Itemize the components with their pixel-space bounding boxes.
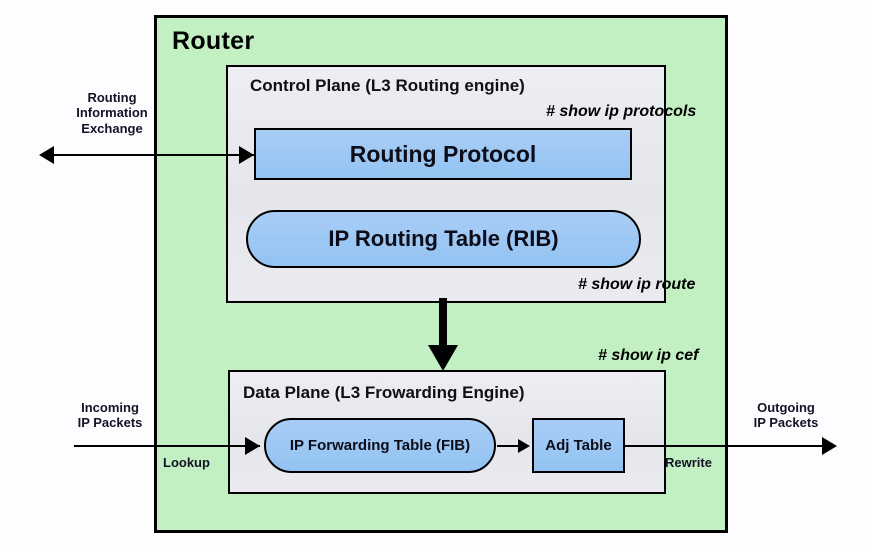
label-lookup: Lookup [163, 455, 210, 470]
node-ip-routing-table-rib[interactable]: IP Routing Table (RIB) [246, 210, 641, 268]
node-adj-table-label: Adj Table [545, 437, 612, 454]
label-incoming-ip-packets: Incoming IP Packets [62, 400, 158, 431]
label-outgoing-ip-packets-line-1: Outgoing [757, 400, 815, 415]
control-to-data-plane-stem [439, 298, 447, 348]
fib-to-adj-arrow-icon [518, 439, 530, 453]
node-routing-protocol[interactable]: Routing Protocol [254, 128, 632, 180]
label-routing-information-exchange-line-3: Exchange [81, 120, 143, 136]
node-ip-routing-table-rib-label: IP Routing Table (RIB) [328, 226, 559, 251]
control-to-data-plane-arrow-down-icon [428, 345, 458, 371]
routing-information-exchange-line [54, 154, 254, 156]
label-routing-information-exchange-line-2: Information [76, 105, 148, 121]
outgoing-packets-arrow-icon [822, 437, 837, 455]
router-title: Router [172, 27, 255, 55]
command-show-ip-cef: # show ip cef [598, 347, 699, 364]
label-routing-information-exchange-line-1: Routing [87, 90, 137, 105]
control-plane-title: Control Plane (L3 Routing engine) [250, 76, 525, 95]
routing-information-exchange-arrow-left-icon [39, 146, 54, 164]
label-outgoing-ip-packets: Outgoing IP Packets [738, 400, 834, 431]
routing-information-exchange-arrow-right-icon [239, 146, 254, 164]
outgoing-packets-line [625, 445, 826, 447]
label-outgoing-ip-packets-line-2: IP Packets [753, 415, 819, 431]
label-routing-information-exchange: Routing Information Exchange [64, 90, 160, 136]
node-routing-protocol-label: Routing Protocol [349, 140, 537, 167]
data-plane-title: Data Plane (L3 Frowarding Engine) [243, 383, 525, 402]
incoming-packets-arrow-icon [245, 437, 260, 455]
command-show-ip-route: # show ip route [578, 276, 696, 293]
label-incoming-ip-packets-line-2: IP Packets [77, 415, 143, 431]
incoming-packets-line [74, 445, 260, 447]
node-adj-table[interactable]: Adj Table [532, 418, 625, 473]
node-ip-forwarding-table-fib[interactable]: IP Forwarding Table (FIB) [264, 418, 496, 473]
command-show-ip-protocols: # show ip protocols [546, 103, 697, 120]
label-rewrite: Rewrite [665, 455, 712, 470]
fib-to-adj-line [497, 445, 521, 447]
label-incoming-ip-packets-line-1: Incoming [81, 400, 139, 415]
node-ip-forwarding-table-fib-label: IP Forwarding Table (FIB) [289, 437, 471, 454]
